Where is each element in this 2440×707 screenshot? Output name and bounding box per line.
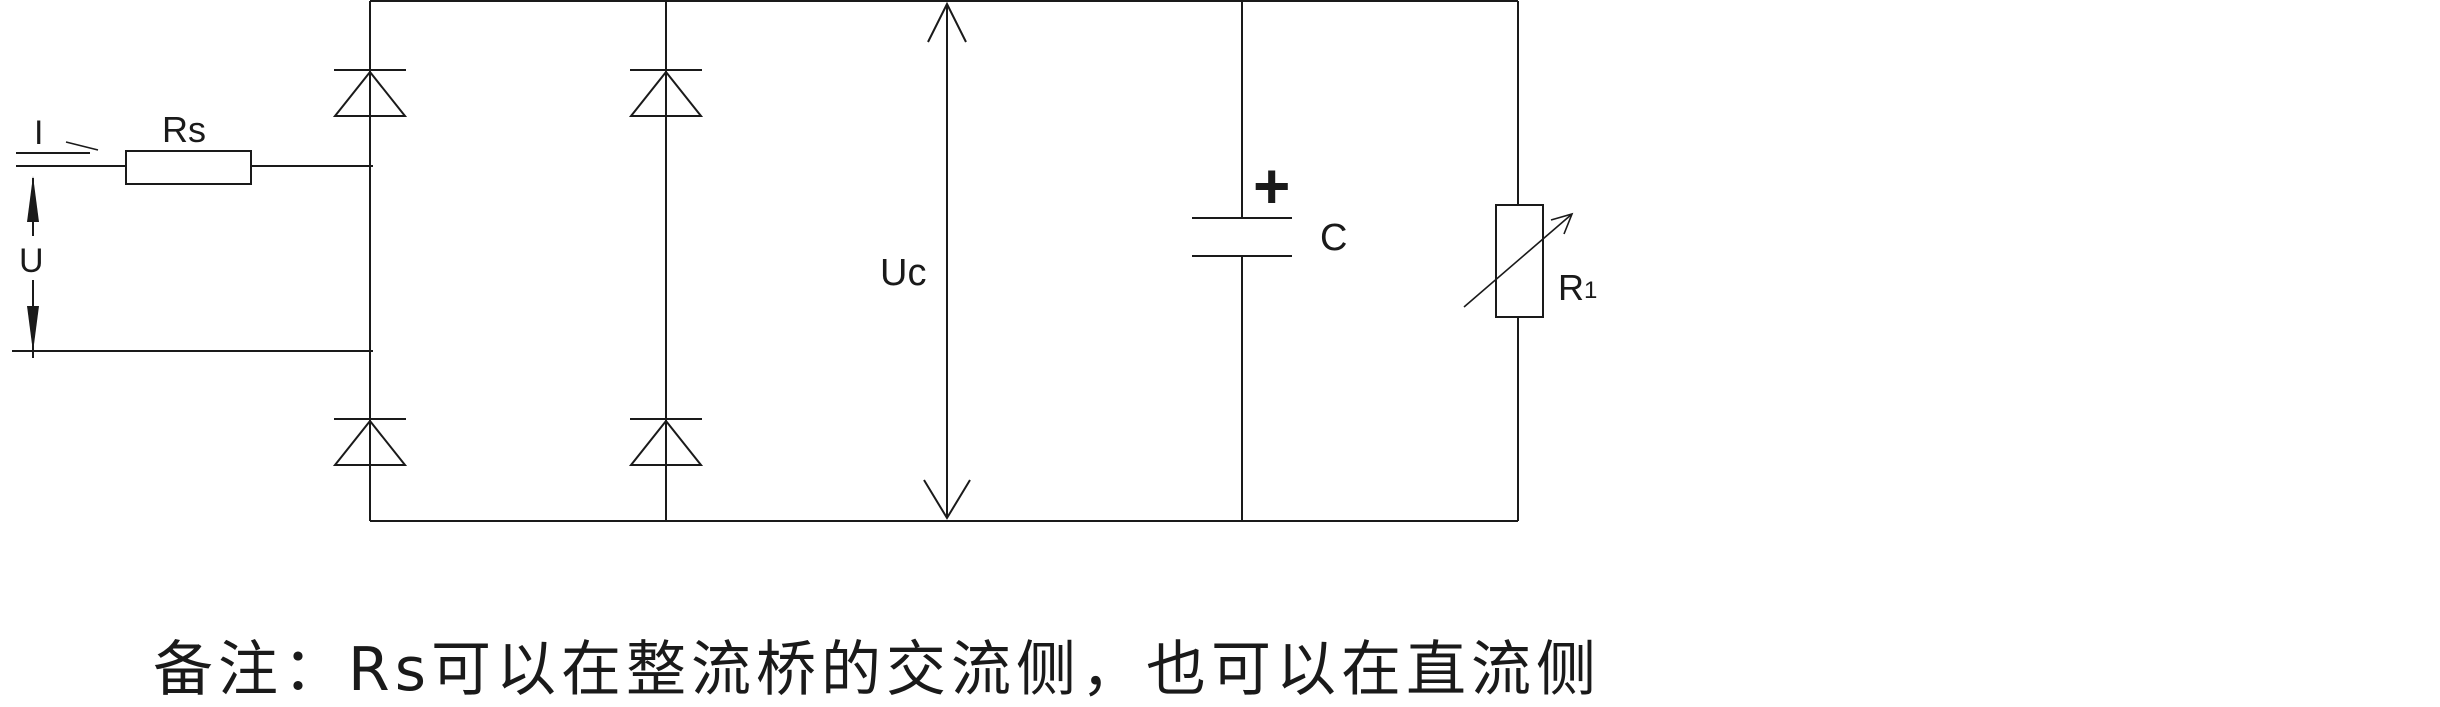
capacitor-polarity-label: +: [1253, 150, 1290, 222]
r1-label-letter: R: [1558, 267, 1584, 308]
voltage-u-label: U: [19, 242, 44, 280]
current-arrow-head: [65, 141, 99, 151]
diode-bottom-left: [332, 418, 408, 466]
voltage-u-arrow-down: [27, 306, 39, 352]
diode-bottom-right: [628, 418, 704, 466]
uc-arrow-head-down: [923, 479, 971, 520]
diode-top-left: [332, 69, 408, 117]
rs-label: Rs: [162, 109, 206, 150]
voltage-u-label-bg: [20, 236, 46, 280]
r1-variable-arrow-head: [1550, 212, 1574, 235]
resistor-rs: [125, 150, 252, 185]
resistor-r1: [1495, 204, 1544, 318]
r1-variable-arrow-line: [1463, 213, 1573, 308]
current-label: I: [34, 114, 43, 152]
note-text: 备注：Rs可以在整流桥的交流侧，也可以在直流侧: [153, 635, 1601, 702]
diode-top-right: [628, 69, 704, 117]
r1-label-subscript: 1: [1584, 277, 1597, 304]
uc-arrow-head-up: [927, 1, 967, 43]
capacitor-label: C: [1320, 217, 1347, 259]
uc-label: Uc: [880, 252, 926, 294]
voltage-u-arrow-up: [27, 176, 39, 222]
